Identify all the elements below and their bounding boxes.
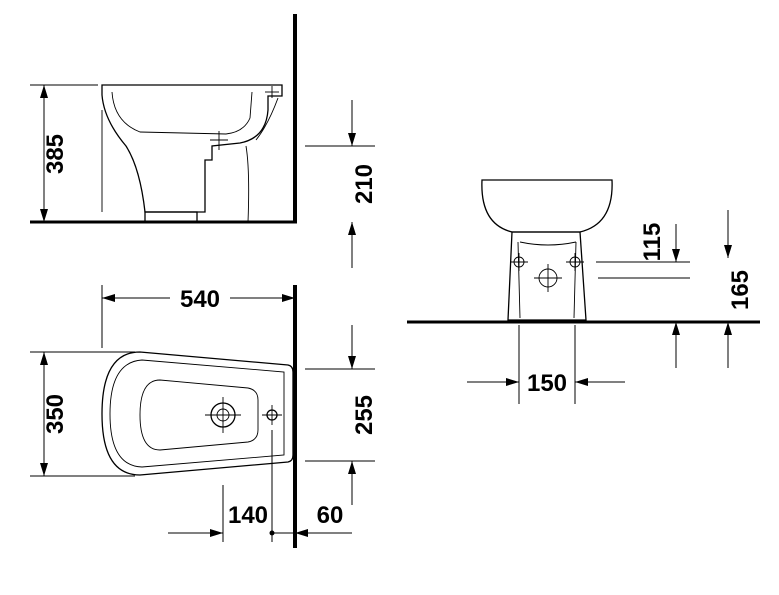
dim-150-arrow-right	[575, 378, 588, 386]
dim-165-right-arrow	[672, 322, 680, 335]
dim-140-arrow	[210, 529, 223, 537]
dim-540-arrow-right	[282, 294, 295, 302]
dim-540-arrow-left	[102, 294, 115, 302]
side-view-waste-pipe	[245, 97, 279, 223]
top-view-rim	[109, 359, 285, 468]
dim-385-label: 385	[42, 134, 69, 174]
top-view: 540 350 255 140 60	[30, 285, 378, 548]
dim-60-label: 60	[317, 502, 344, 529]
dim-165-arrow-bottom	[724, 322, 732, 335]
dim-115-label: 115	[639, 223, 666, 262]
front-view: 115 165 150	[407, 179, 760, 404]
top-view-inner-bowl	[139, 379, 259, 451]
dim-540-label: 540	[180, 286, 220, 313]
dim-350-arrow-bottom	[40, 463, 48, 476]
dim-255-arrow-top	[348, 356, 356, 369]
front-view-bowl	[481, 179, 613, 233]
front-view-pedestal-inner	[517, 241, 577, 319]
dim-210-arrow-top	[348, 133, 356, 146]
side-view-bowl-inner	[111, 91, 253, 135]
dim-385-arrow-top	[40, 85, 48, 98]
side-view-bowl-outer	[101, 84, 283, 213]
dim-165-label: 165	[727, 270, 754, 310]
dim-60-arrow	[295, 529, 308, 537]
dim-150-label: 150	[527, 370, 567, 397]
dim-350-arrow-top	[40, 352, 48, 365]
dim-255-arrow-bottom	[348, 461, 356, 474]
dim-255-label: 255	[351, 395, 378, 435]
dim-350-label: 350	[42, 394, 69, 434]
dim-385-arrow-bottom	[40, 209, 48, 222]
top-view-outer-contour	[101, 351, 294, 476]
side-view-pedestal-base	[144, 211, 198, 223]
side-view: 385 210	[30, 14, 378, 268]
dim-150-arrow-left	[506, 378, 519, 386]
dim-140-label: 140	[228, 502, 268, 529]
dim-210-arrow-bottom	[348, 222, 356, 235]
dim-210-label: 210	[351, 164, 378, 204]
front-view-pedestal	[507, 231, 587, 321]
dim-115-arrow	[672, 249, 680, 262]
dim-165-arrow-top	[724, 245, 732, 258]
